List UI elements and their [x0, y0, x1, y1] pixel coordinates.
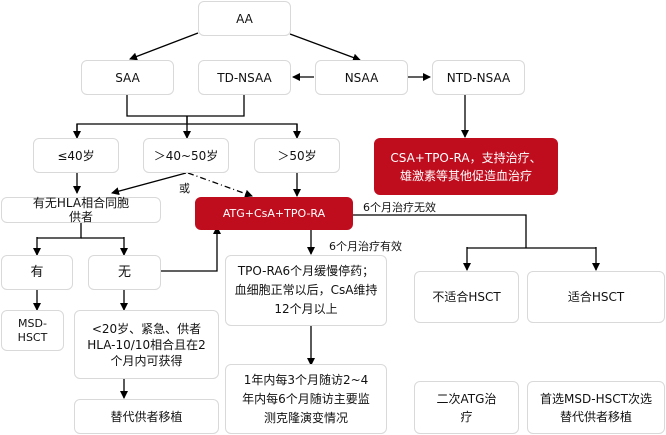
node-alt-donor-transplant: 替代供者移植 — [74, 399, 219, 434]
node-td-nsaa: TD-NSAA — [198, 60, 291, 95]
node-aa: AA — [198, 1, 291, 36]
node-msd-hsct: MSD-HSCT — [1, 310, 64, 351]
node-no: 无 — [88, 255, 161, 290]
node-ntd-nsaa: NTD-NSAA — [432, 60, 525, 95]
edge-saa-td-join — [126, 94, 245, 117]
edge-atg-ineffective — [353, 214, 527, 248]
edge-no-atg — [161, 226, 221, 272]
node-alt-condition: <20岁、紧急、供者HLA-10/10相合且在2个月内可获得 — [74, 310, 219, 379]
node-atg-regimen: ATG+CsA+TPO-RA — [195, 197, 353, 230]
node-preferred-msd: 首选MSD-HSCT次选替代供者移植 — [527, 381, 665, 434]
node-age-le40: ≤40岁 — [33, 138, 119, 173]
node-ntd-treatment: CSA+TPO-RA，支持治疗、雄激素等其他促造血治疗 — [374, 138, 558, 195]
node-age-40-50: ＞40~50岁 — [143, 138, 229, 173]
edge-aa-nsaa — [289, 33, 361, 62]
edge-40-50-hla — [111, 172, 187, 196]
node-hla-sibling: 有无HLA相合同胞供者 — [1, 196, 161, 224]
edge-aa-saa — [129, 32, 199, 61]
label-ineffective-6m: 6个月治疗无效 — [363, 201, 436, 214]
node-saa: SAA — [81, 60, 174, 95]
edge-40-50-atg — [187, 172, 253, 198]
node-fit-hsct: 适合HSCT — [527, 271, 665, 323]
node-yes: 有 — [1, 255, 73, 290]
node-second-atg: 二次ATG治疗 — [414, 381, 519, 434]
node-followup: 1年内每3个月随访2~4年内每6个月随访主要监测克隆演变情况 — [225, 364, 387, 434]
node-nsaa: NSAA — [315, 60, 408, 95]
label-effective-6m: 6个月治疗有效 — [329, 240, 402, 253]
node-effective-plan: TPO-RA6个月缓慢停药；血细胞正常以后，CsA维持12个月以上 — [225, 255, 387, 326]
node-age-gt50: ＞50岁 — [254, 138, 340, 173]
label-or: 或 — [179, 182, 190, 195]
node-unfit-hsct: 不适合HSCT — [414, 271, 519, 323]
